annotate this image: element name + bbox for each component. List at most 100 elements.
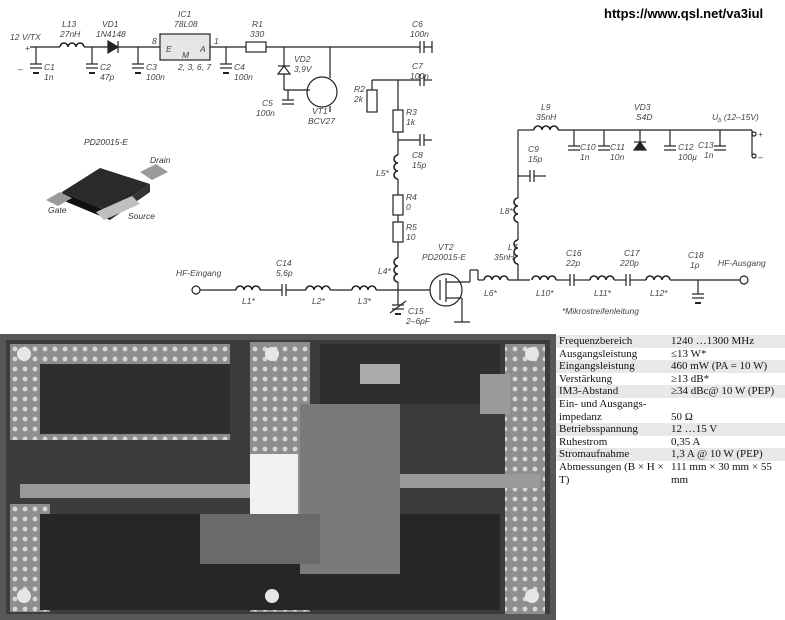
spec-value: 12 …15 V <box>668 423 785 436</box>
label-microstrip-note: *Mikrostreifenleitung <box>562 306 639 316</box>
label-l2: L2* <box>312 296 325 306</box>
spec-row: Abmessungen (B × H × T)111 mm × 30 mm × … <box>556 461 785 486</box>
spec-key: Ausgangsleistung <box>559 347 638 360</box>
spec-value: 1,3 A @ 10 W (PEP) <box>668 448 785 461</box>
label-c5: C5 <box>262 98 273 108</box>
label-c17: C17 <box>624 248 640 258</box>
label-ic1-pin1: 1 <box>214 36 219 46</box>
label-vt1: VT1 <box>312 106 328 116</box>
label-c9-value: 15p <box>528 154 542 164</box>
spec-key: Stromaufnahme <box>556 448 668 461</box>
spec-key: Frequenzbereich <box>556 335 668 348</box>
label-ic1: IC1 <box>178 9 192 19</box>
spec-key: Verstärkung <box>559 372 613 385</box>
label-r4: R4 <box>406 192 417 202</box>
label-vd2: VD2 <box>294 54 311 64</box>
label-c8-value: 15p <box>412 160 426 170</box>
label-c1: C1 <box>44 62 55 72</box>
label-plus-output: + <box>758 129 763 139</box>
label-ic1-pin-e: E <box>166 44 172 54</box>
label-l13: L13 <box>62 19 76 29</box>
spec-key: IM3-Abstand <box>556 385 668 398</box>
label-minus-input: – <box>17 64 23 74</box>
spec-value: 50 Ω <box>671 410 693 423</box>
transistor-package-illustration <box>46 164 168 220</box>
label-vd1-value: 1N4148 <box>96 29 126 39</box>
label-c11: C11 <box>610 142 625 152</box>
label-l12: L12* <box>650 288 668 298</box>
label-c8: C8 <box>412 150 423 160</box>
label-hf-input: HF-Eingang <box>176 268 222 278</box>
label-supply-12v: 12 V/TX <box>10 32 41 42</box>
label-r3: R3 <box>406 107 417 117</box>
label-ic1-ground-pins: 2, 3, 6, 7 <box>177 62 211 72</box>
label-c10-value: 1n <box>580 152 590 162</box>
label-c7: C7 <box>412 61 423 71</box>
label-c13: C13 <box>698 140 714 150</box>
label-c4-value: 100n <box>234 72 253 82</box>
label-c4: C4 <box>234 62 245 72</box>
label-vd2-value: 3,9V <box>294 64 313 74</box>
label-r1: R1 <box>252 19 263 29</box>
label-r4-value: 0 <box>406 202 411 212</box>
label-c15: C15 <box>408 306 424 316</box>
label-c18: C18 <box>688 250 704 260</box>
label-r5: R5 <box>406 222 417 232</box>
label-plus-input: + <box>25 43 30 53</box>
spec-key: Eingangsleistung <box>556 360 668 373</box>
spec-key: Abmessungen (B × H × T) <box>559 460 664 486</box>
label-c14-value: 5,6p <box>276 268 293 278</box>
label-vt2-value: PD20015-E <box>422 252 466 262</box>
label-c3-value: 100n <box>146 72 165 82</box>
spec-row: Verstärkung ≥13 dB* <box>556 373 785 386</box>
label-c2: C2 <box>100 62 111 72</box>
spec-row: Ausgangsleistung ≤13 W* <box>556 348 785 361</box>
label-ic1-value: 78L08 <box>174 19 198 29</box>
label-c10: C10 <box>580 142 596 152</box>
label-c15-value: 2–6pF <box>405 316 431 326</box>
label-c18-value: 1p <box>690 260 700 270</box>
label-c16: C16 <box>566 248 582 258</box>
package-part-name: PD20015-E <box>84 137 128 147</box>
label-l7-value: 35nH <box>494 252 515 262</box>
label-l10: L10* <box>536 288 554 298</box>
label-c6: C6 <box>412 19 423 29</box>
spec-key: Ein- und Ausgangs-impedanz <box>559 397 647 423</box>
label-l6: L6* <box>484 288 497 298</box>
spec-value: ≤13 W* <box>671 347 707 360</box>
label-vd3: VD3 <box>634 102 651 112</box>
label-l3: L3* <box>358 296 371 306</box>
label-vt1-value: BCV27 <box>308 116 335 126</box>
label-vd1: VD1 <box>102 19 119 29</box>
label-l9: L9 <box>541 102 551 112</box>
label-c5-value: 100n <box>256 108 275 118</box>
label-r5-value: 10 <box>406 232 416 242</box>
label-ic1-pin-m: M <box>182 50 190 60</box>
label-minus-output: – <box>757 152 763 162</box>
label-r2: R2 <box>354 84 365 94</box>
spec-key: Betriebsspannung <box>556 423 668 436</box>
spec-key: Ruhestrom <box>559 435 608 448</box>
package-label-source: Source <box>128 211 155 221</box>
label-l13-value: 27nH <box>59 29 81 39</box>
spec-row: IM3-Abstand≥34 dBc@ 10 W (PEP) <box>556 385 785 398</box>
spec-value: ≥13 dB* <box>671 372 710 385</box>
label-c12-value: 100µ <box>678 152 697 162</box>
circuit-schematic: 12 V/TX + – L13 27nH VD1 1N4148 IC1 78L0… <box>10 9 766 326</box>
label-l7: L7 <box>508 242 518 252</box>
source-url: https://www.qsl.net/va3iul <box>604 6 764 21</box>
label-r2-value: 2k <box>353 94 364 104</box>
spec-row: Ein- und Ausgangs-impedanz 50 Ω <box>556 398 785 423</box>
label-c16-value: 22p <box>565 258 580 268</box>
spec-value: 1240 …1300 MHz <box>668 335 785 348</box>
label-c17-value: 220p <box>619 258 639 268</box>
spec-value: ≥34 dBc@ 10 W (PEP) <box>668 385 785 398</box>
label-l11: L11* <box>594 288 612 298</box>
label-hf-output: HF-Ausgang <box>718 258 766 268</box>
label-c6-value: 100n <box>410 29 429 39</box>
